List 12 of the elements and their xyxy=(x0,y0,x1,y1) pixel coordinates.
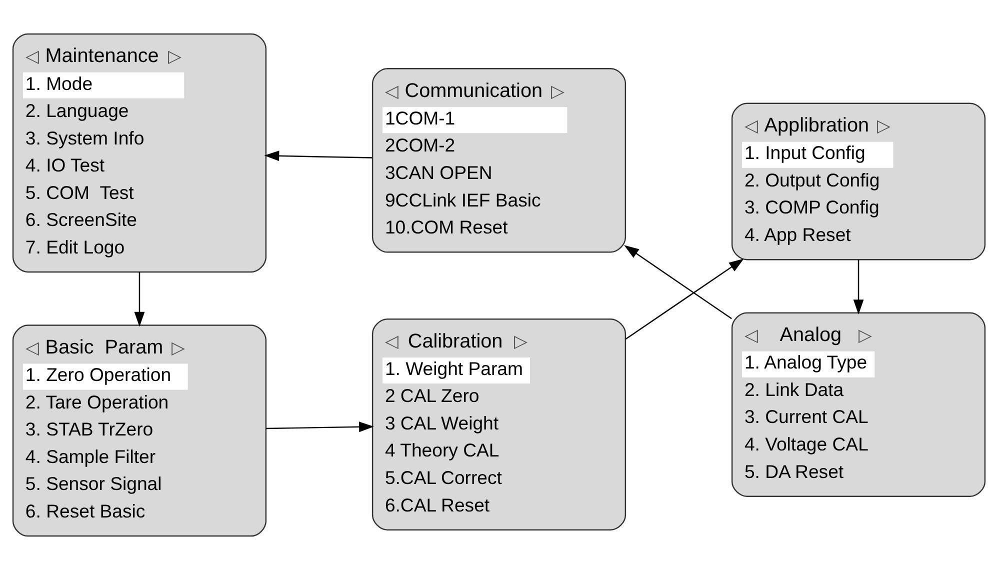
node-box: ◁ Communication ▷ 1COM-1 2COM-2 3CAN OPEN 9CCLink IEF Basic 10.COM Reset xyxy=(372,68,626,252)
node-box: ◁ Analog ▷ 1. Analog Type 2. Link Data 3. Current CAL 4. Voltage CAL 5. DA Reset xyxy=(731,312,986,496)
arrow xyxy=(625,258,744,340)
arrow xyxy=(134,272,145,326)
node-box: ◁ Basic Param ▷ 1. Zero Operation 2. Tare Operation 3. STAB TrZero 4. Sample Filter 5. Sensor Signal 6. Reset Basic xyxy=(12,324,267,536)
arrow xyxy=(266,421,374,432)
arrow xyxy=(853,259,864,314)
arrow xyxy=(624,244,732,319)
node-box: ◁ Calibration ▷ 1. Weight Param 2 CAL Zero 3 CAL Weight 4 Theory CAL 5.CAL Correct 6.CAL Reset xyxy=(372,318,626,530)
node-box: ◁ Maintenance ▷ 1. Mode 2. Language 3. System Info 4. IO Test 5. COM Test 6. ScreenSite 7. Edit Logo xyxy=(12,32,267,272)
node-box: ◁ Applibration ▷ 1. Input Config 2. Output Config 3. COMP Config 4. App Reset xyxy=(731,102,986,260)
arrow xyxy=(264,150,372,161)
